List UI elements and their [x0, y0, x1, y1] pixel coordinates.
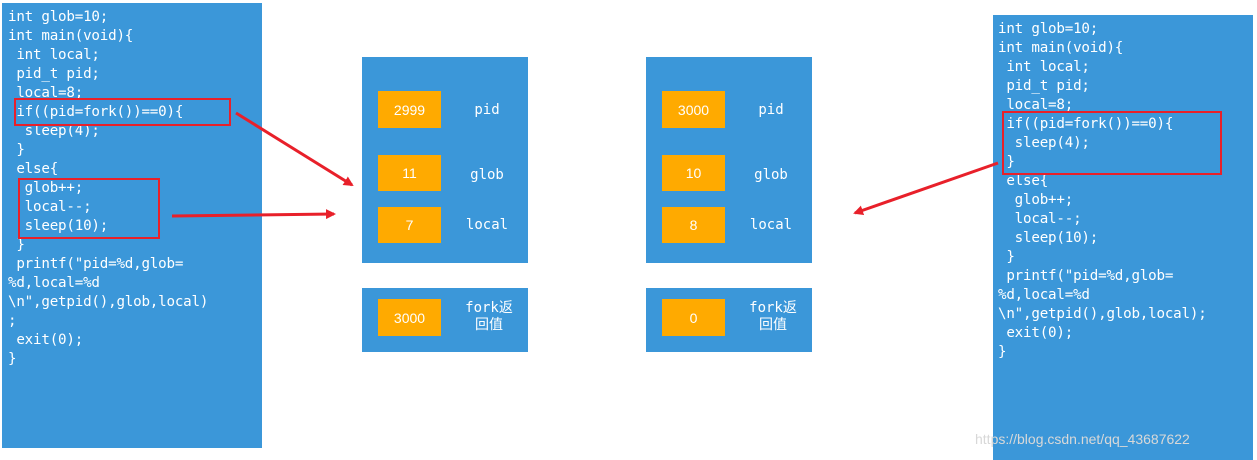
- parent-pid-label: pid: [474, 102, 500, 118]
- parent-local-label: local: [465, 217, 509, 233]
- parent-if-highlight: [14, 98, 231, 126]
- watermark: https://blog.csdn.net/qq_43687622: [975, 431, 1190, 447]
- parent-else-highlight: [18, 178, 160, 239]
- parent-fork-return-label: fork返 回值: [454, 300, 524, 334]
- child-code-text: int glob=10; int main(void){ int local; …: [998, 21, 1207, 360]
- child-fork-label-line2: 回值: [759, 317, 787, 333]
- parent-code-panel: int glob=10; int main(void){ int local; …: [2, 3, 262, 448]
- parent-fork-label-line1: fork返: [465, 300, 513, 316]
- child-vars-panel: 3000 pid 10 glob 8 local: [646, 57, 812, 263]
- child-if-highlight: [1002, 111, 1222, 175]
- child-glob-label: glob: [754, 167, 788, 183]
- child-fork-return-label: fork返 回值: [738, 300, 808, 334]
- child-local-label: local: [749, 217, 793, 233]
- arrow-child-if-to-child: [853, 161, 999, 216]
- arrow-else-to-parent: [171, 209, 336, 220]
- parent-pid-value: 2999: [378, 91, 441, 128]
- parent-code-text: int glob=10; int main(void){ int local; …: [8, 9, 209, 367]
- parent-fork-label-line2: 回值: [475, 317, 503, 333]
- parent-vars-panel: 2999 pid 11 glob 7 local: [362, 57, 528, 263]
- child-fork-return-value: 0: [662, 299, 725, 336]
- parent-glob-value: 11: [378, 155, 441, 191]
- arrow-if-to-parent: [235, 111, 354, 187]
- child-code-panel: int glob=10; int main(void){ int local; …: [993, 15, 1253, 460]
- child-fork-panel: 0 fork返 回值: [646, 288, 812, 352]
- child-pid-label: pid: [758, 102, 784, 118]
- parent-local-value: 7: [378, 207, 441, 243]
- child-local-value: 8: [662, 207, 725, 243]
- parent-glob-label: glob: [470, 167, 504, 183]
- child-glob-value: 10: [662, 155, 725, 191]
- parent-fork-panel: 3000 fork返 回值: [362, 288, 528, 352]
- child-fork-label-line1: fork返: [749, 300, 797, 316]
- parent-fork-return-value: 3000: [378, 299, 441, 336]
- child-pid-value: 3000: [662, 91, 725, 128]
